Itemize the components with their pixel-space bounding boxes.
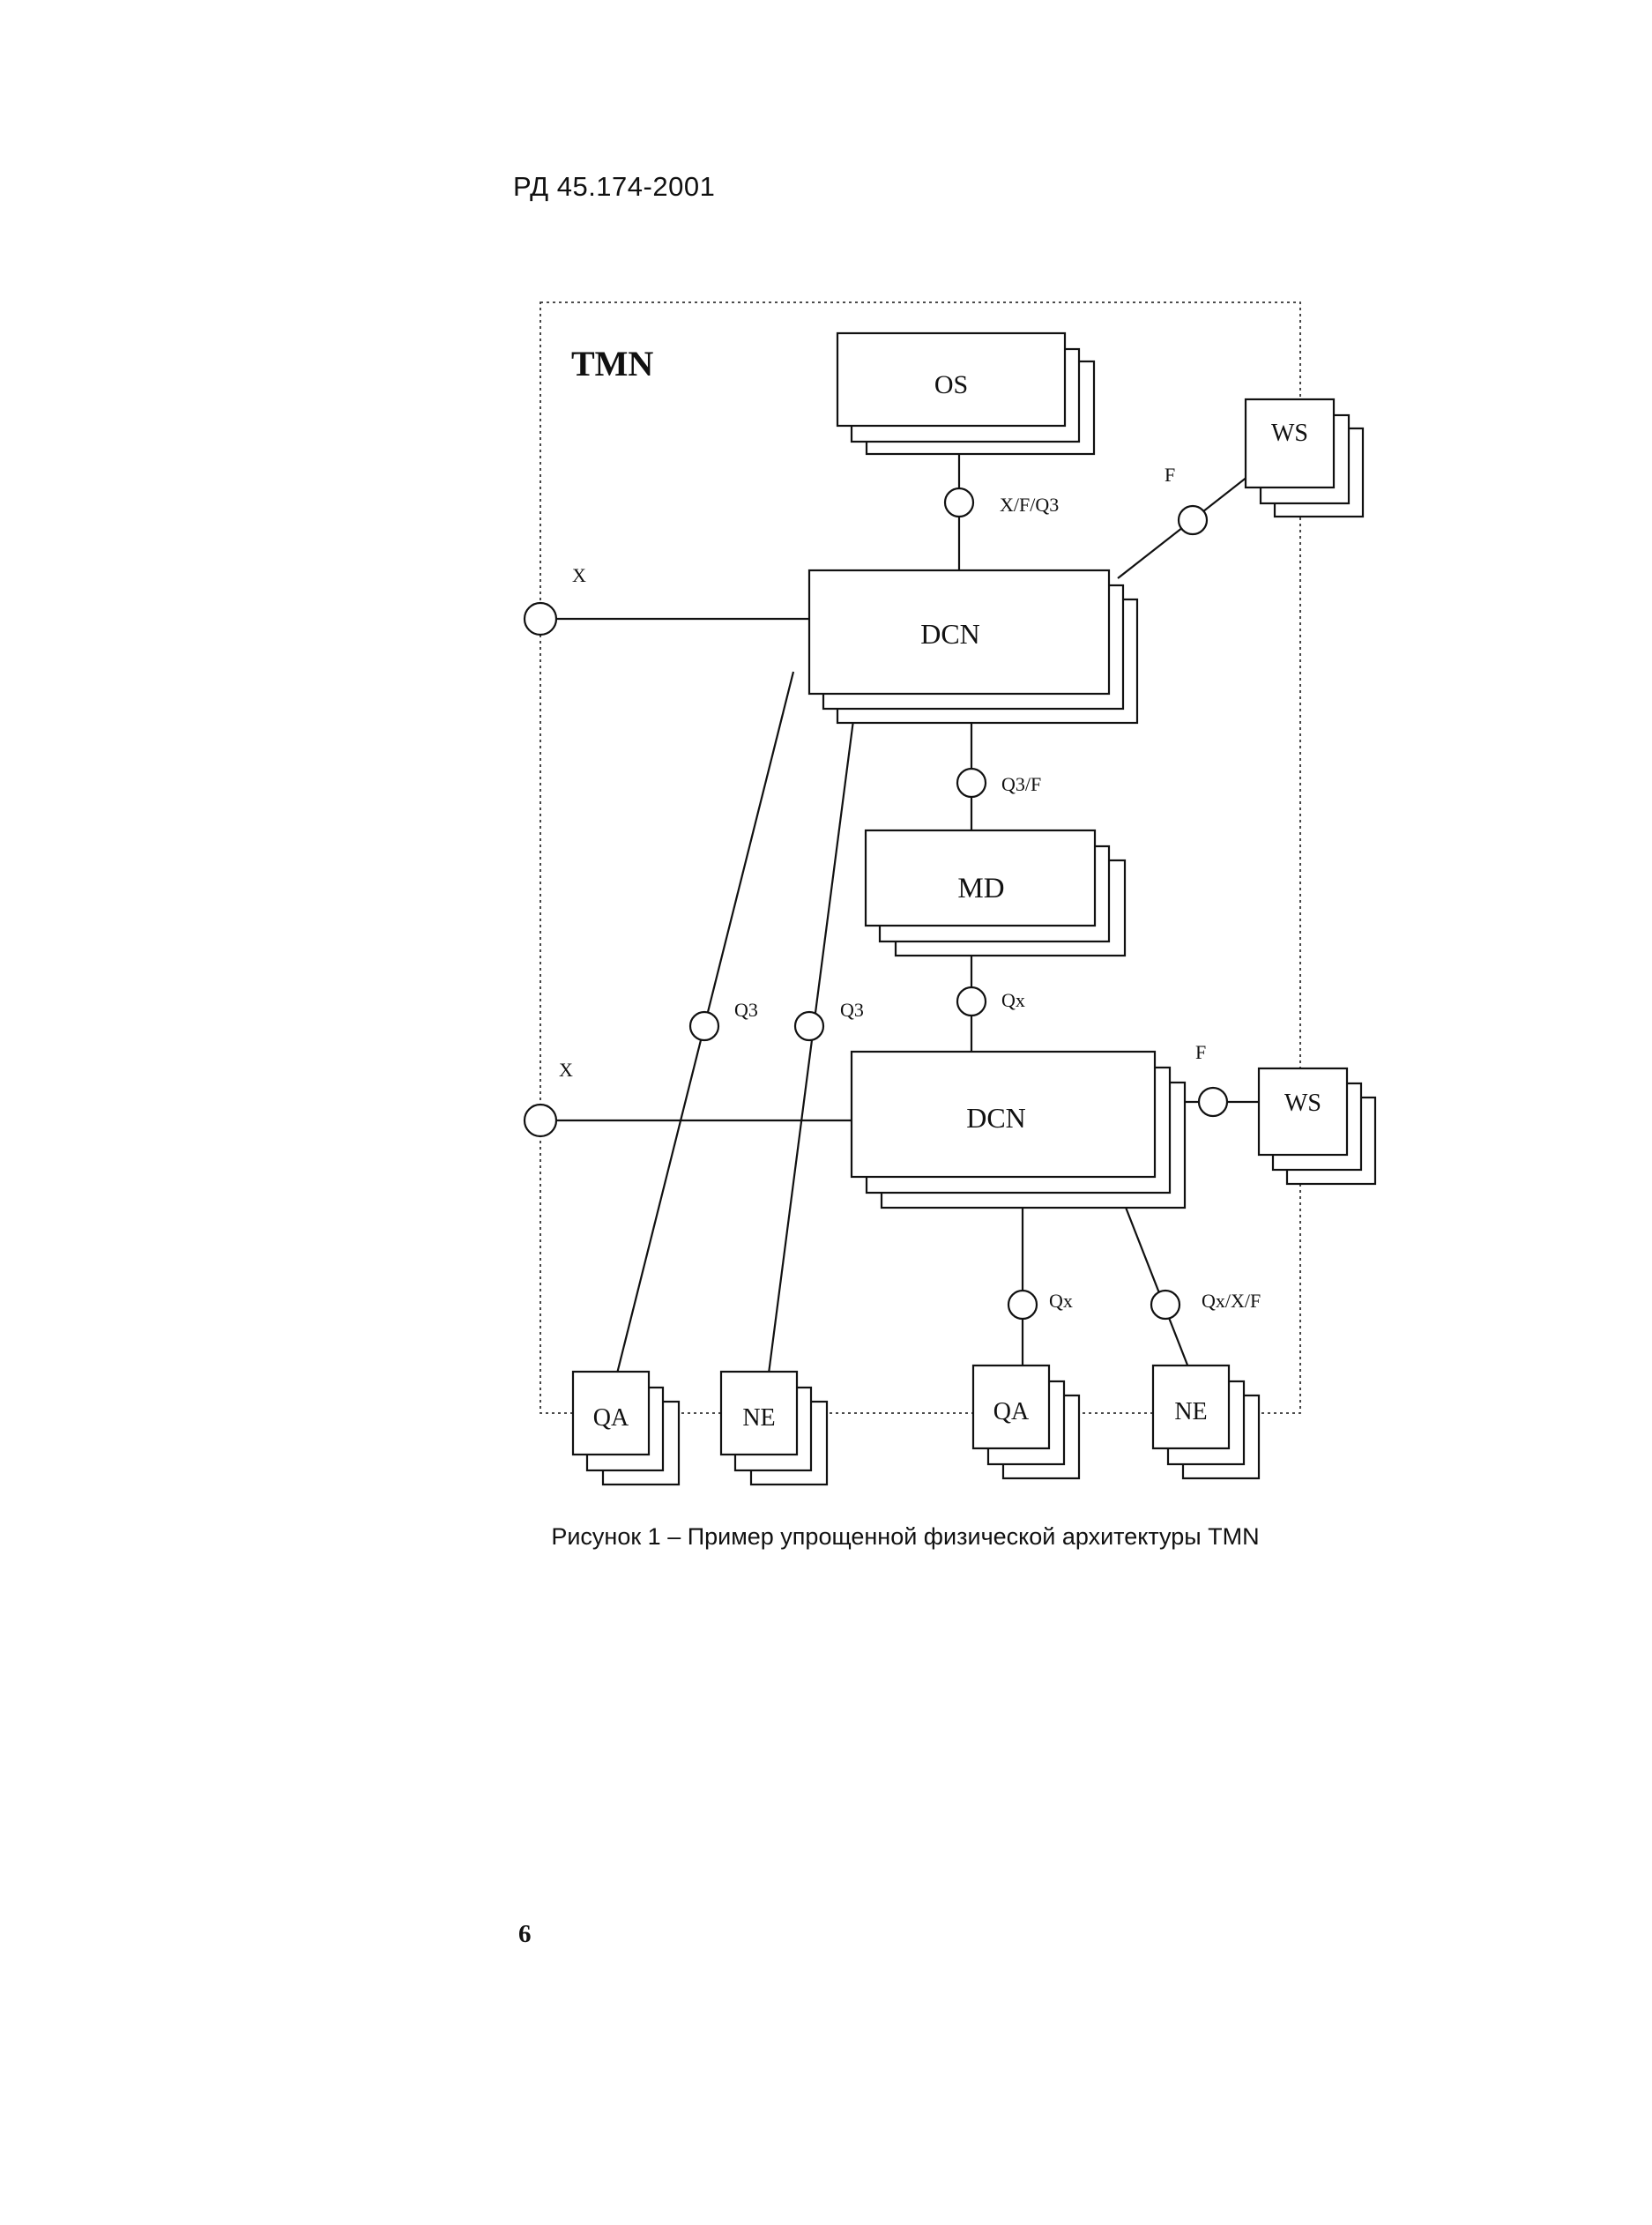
os-node: OS bbox=[836, 331, 1096, 456]
port-dcn-md bbox=[956, 767, 987, 799]
tmn-label: TMN bbox=[571, 344, 653, 383]
ne-left-label: NE bbox=[742, 1404, 775, 1432]
port-x-top bbox=[523, 601, 558, 636]
ne-left-node: NE bbox=[719, 1370, 829, 1486]
ws-top-label: WS bbox=[1271, 420, 1308, 447]
port-qa-bottom bbox=[1007, 1289, 1038, 1321]
label-dcn-md: Q3/F bbox=[1001, 773, 1041, 795]
ne-right-node: NE bbox=[1151, 1364, 1261, 1480]
dcn-top-node: DCN bbox=[807, 569, 1139, 725]
md-label: MD bbox=[957, 873, 1004, 904]
tmn-frame bbox=[540, 301, 1301, 1414]
qa-left-node: QA bbox=[571, 1370, 681, 1486]
label-ne-bottom: Qx/X/F bbox=[1202, 1290, 1261, 1312]
dcn-bottom-label: DCN bbox=[966, 1102, 1026, 1134]
qa-right-label: QA bbox=[993, 1398, 1030, 1425]
md-node: MD bbox=[864, 829, 1127, 957]
label-x-bottom: X bbox=[559, 1059, 573, 1081]
port-ne-bottom bbox=[1150, 1289, 1181, 1321]
port-ws-top bbox=[1177, 504, 1209, 536]
label-q3-left: Q3 bbox=[734, 999, 758, 1021]
qa-left-label: QA bbox=[593, 1404, 629, 1432]
port-x-bottom bbox=[523, 1103, 558, 1138]
label-x-top: X bbox=[572, 564, 586, 586]
port-md-dcn bbox=[956, 986, 987, 1017]
ws-top-node: WS bbox=[1244, 398, 1365, 518]
qa-right-node: QA bbox=[971, 1364, 1081, 1480]
label-ws-top: F bbox=[1165, 464, 1175, 486]
port-os-dcn bbox=[943, 487, 975, 518]
port-q3-left bbox=[688, 1010, 720, 1042]
document-header: РД 45.174-2001 bbox=[513, 171, 716, 202]
dcn-bottom-node: DCN bbox=[850, 1050, 1187, 1209]
dcn-top-label: DCN bbox=[920, 618, 980, 650]
figure-caption: Рисунок 1 – Пример упрощенной физической… bbox=[551, 1523, 1260, 1550]
ne-right-label: NE bbox=[1174, 1398, 1207, 1425]
label-ws-bottom: F bbox=[1195, 1041, 1206, 1063]
interface-ports bbox=[523, 487, 1229, 1321]
page-number: 6 bbox=[518, 1920, 532, 1948]
port-q3-right bbox=[793, 1010, 825, 1042]
label-os-dcn: X/F/Q3 bbox=[1000, 494, 1059, 516]
os-label: OS bbox=[934, 370, 968, 399]
label-md-dcn: Qx bbox=[1001, 989, 1025, 1011]
label-qa-bottom: Qx bbox=[1049, 1290, 1073, 1312]
ws-bottom-label: WS bbox=[1284, 1090, 1321, 1117]
label-q3-right: Q3 bbox=[840, 999, 864, 1021]
port-ws-bottom bbox=[1197, 1086, 1229, 1118]
interface-labels: X/F/Q3 F X Q3/F Q3 Q3 Qx X F Qx Qx/X/F bbox=[559, 464, 1261, 1312]
ws-bottom-node: WS bbox=[1257, 1067, 1377, 1186]
